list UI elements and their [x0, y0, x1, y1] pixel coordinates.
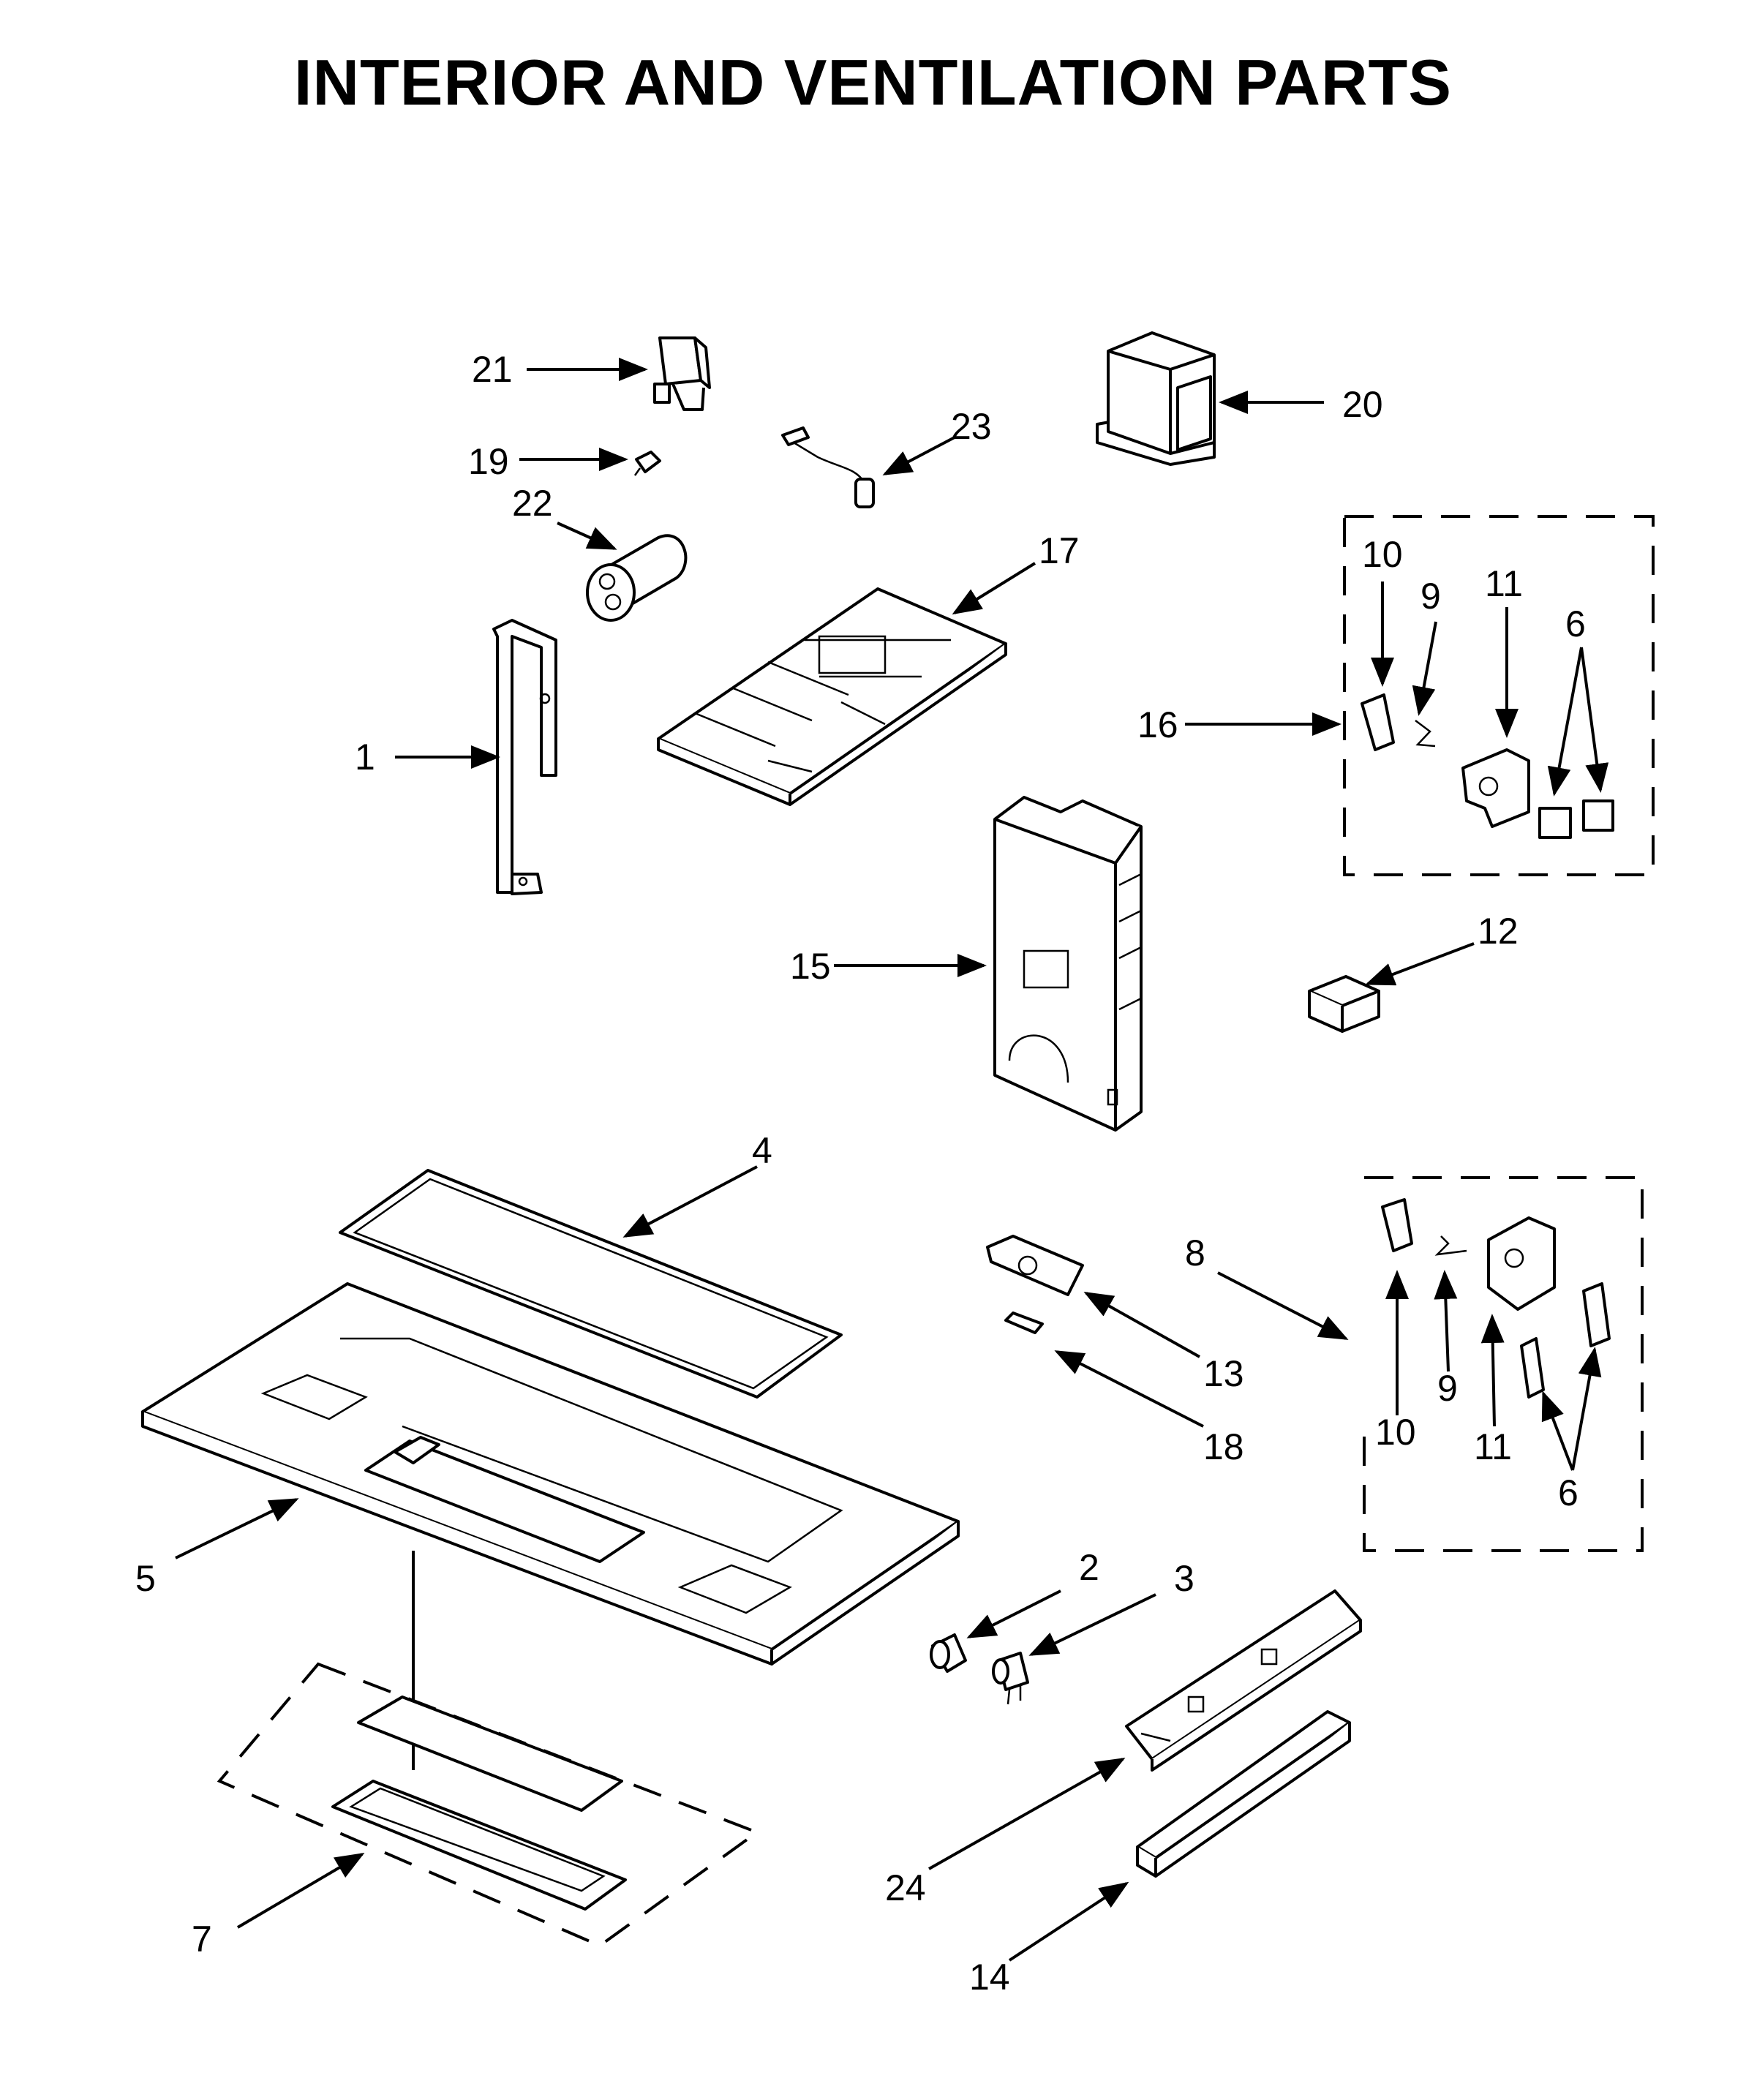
- part-15-duct: [993, 796, 1143, 1132]
- callout-5: 5: [135, 1558, 156, 1599]
- part-1-bracket: [492, 619, 557, 895]
- callout-leaders: [175, 358, 1609, 1962]
- part-23-sensor: [781, 426, 875, 508]
- part-4-filter: [339, 1169, 843, 1399]
- group-8-box: [1363, 1176, 1644, 1552]
- callout-6-top: 6: [1565, 603, 1586, 644]
- group-7-box: [217, 1662, 761, 1948]
- callout-16: 16: [1137, 704, 1178, 745]
- part-20-transformer: [1096, 331, 1216, 466]
- callout-10-top: 10: [1362, 534, 1403, 575]
- callout-11-top: 11: [1485, 563, 1523, 604]
- callout-18: 18: [1203, 1426, 1244, 1467]
- callout-11-bottom: 11: [1474, 1426, 1512, 1467]
- callout-10-bottom: 10: [1375, 1412, 1416, 1453]
- callout-24: 24: [885, 1867, 926, 1908]
- part-22-capacitor: [586, 534, 688, 622]
- callout-8: 8: [1185, 1232, 1205, 1273]
- part-19-clip: [633, 451, 661, 476]
- callout-4: 4: [752, 1130, 772, 1171]
- callout-2: 2: [1079, 1547, 1099, 1588]
- callout-21: 21: [472, 349, 513, 390]
- callout-14: 14: [969, 1957, 1010, 1998]
- callout-17: 17: [1039, 530, 1080, 571]
- callout-9-bottom: 9: [1437, 1368, 1458, 1409]
- callout-labels: 21 19 22 23 20 17 1 15 16 10 9 11 6 12 4…: [135, 349, 1586, 1998]
- callout-9-top: 9: [1420, 576, 1441, 617]
- part-21-clip: [653, 336, 711, 411]
- group-16-switches: [1361, 693, 1614, 839]
- callout-1: 1: [355, 737, 375, 778]
- callout-23: 23: [951, 406, 992, 447]
- part-7-filter-parts: [331, 1551, 627, 1911]
- callout-3: 3: [1174, 1558, 1194, 1599]
- callout-19: 19: [468, 441, 509, 482]
- part-13-lamp-holder: [986, 1235, 1084, 1296]
- callout-22: 22: [512, 483, 553, 524]
- callout-7: 7: [192, 1919, 212, 1960]
- page-title: INTERIOR AND VENTILATION PARTS: [293, 46, 1453, 118]
- part-12-block: [1308, 975, 1380, 1033]
- callout-15: 15: [790, 946, 831, 987]
- callout-12: 12: [1478, 911, 1519, 952]
- part-2-socket: [930, 1633, 967, 1673]
- part-5-vent-panel: [141, 1282, 960, 1666]
- callout-20: 20: [1342, 384, 1383, 425]
- group-16-box: [1343, 515, 1655, 876]
- part-14-trim: [1136, 1710, 1351, 1878]
- part-17-plate: [657, 587, 1007, 806]
- callout-6-bottom: 6: [1558, 1472, 1578, 1513]
- group-8-switches: [1381, 1198, 1611, 1399]
- part-24-panel: [1125, 1589, 1362, 1772]
- part-18-bulb: [1004, 1311, 1044, 1334]
- callout-13: 13: [1203, 1353, 1244, 1394]
- part-3-socket: [992, 1652, 1029, 1705]
